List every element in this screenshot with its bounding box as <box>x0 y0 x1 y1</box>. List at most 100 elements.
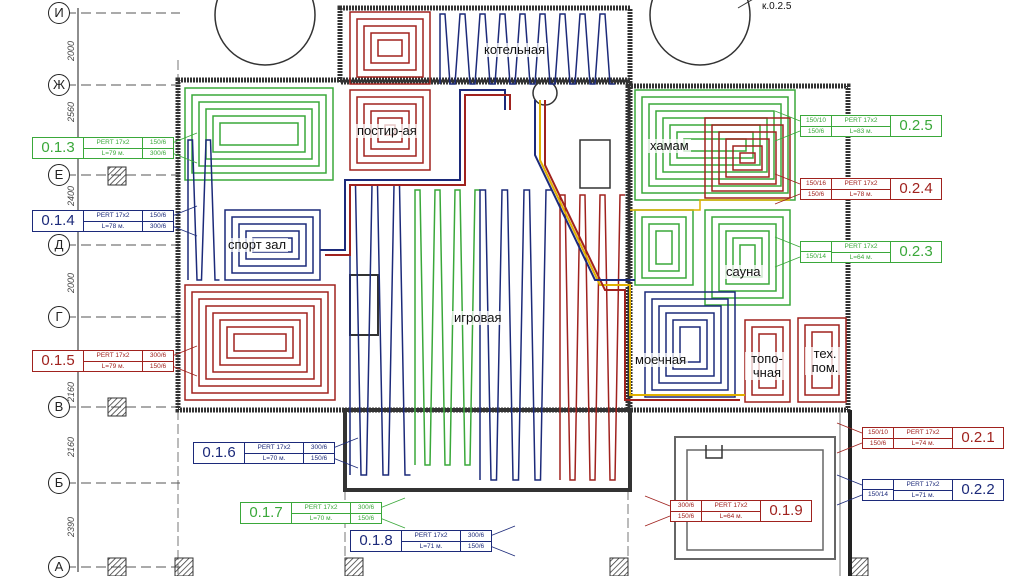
heating-pipe-loop <box>184 87 334 181</box>
heating-pipe-loop <box>718 131 777 185</box>
pipe-type: PERT 17x2 <box>906 429 940 436</box>
pipe-type: PERT 17x2 <box>844 180 878 187</box>
heating-pipe-loop <box>679 326 701 363</box>
axis-marker: Б <box>48 472 70 494</box>
staircase <box>579 139 611 189</box>
room-label-washroom: моечная <box>633 352 689 367</box>
heating-pipe-loop <box>224 209 321 281</box>
pipe-length: L=71 м. <box>402 541 460 552</box>
dimension-label: 2000 <box>66 40 76 61</box>
port-2: 150/14 <box>801 251 831 262</box>
dimension-label: 2390 <box>66 516 76 537</box>
axis-marker: А <box>48 556 70 578</box>
port-2: 300/6 <box>143 148 173 159</box>
heating-pipe-loop <box>665 312 715 377</box>
loop-id: 0.2.3 <box>890 241 942 263</box>
heating-pipe-loop <box>725 138 770 178</box>
loop-id: 0.1.7 <box>240 502 292 524</box>
port-1: 150/16 <box>806 180 826 187</box>
room-label-furnace: топо-чная <box>745 352 789 380</box>
pipe-length: L=79 м. <box>84 361 142 372</box>
port-2: 150/6 <box>801 189 831 200</box>
heating-pipe-loop <box>191 94 327 174</box>
loop-id: 0.2.4 <box>890 178 942 200</box>
port-spec: 150/14 <box>800 241 831 263</box>
port-1: 300/6 <box>310 444 328 451</box>
port-1: 300/6 <box>467 532 485 539</box>
pipe-type: PERT 17x2 <box>844 117 878 124</box>
pipe-length: L=83 м. <box>832 126 890 137</box>
supply-pipes <box>320 89 790 401</box>
heating-pipe-loop <box>711 216 784 299</box>
room-label-laundry: постир-ая <box>355 123 419 138</box>
loop-id: 0.2.5 <box>890 115 942 137</box>
pipe-type: PERT 17x2 <box>96 352 130 359</box>
heating-pipe-loop <box>704 117 791 199</box>
heating-pipe-loop <box>479 189 552 481</box>
loop-id: 0.2.2 <box>952 479 1004 501</box>
heating-pipe-loop <box>198 101 320 167</box>
heating-pipe-loop <box>559 194 625 481</box>
pipe-length: L=78 м. <box>832 189 890 200</box>
heating-pipe-loop <box>363 25 417 71</box>
stair-block <box>349 274 379 336</box>
port-2: 150/6 <box>863 438 893 449</box>
heating-pipe-loop <box>644 291 736 398</box>
heating-pipe-loop <box>349 184 411 476</box>
heating-pipe-loop <box>219 319 301 366</box>
port-1: 300/6 <box>149 352 167 359</box>
detail-callout-right <box>649 0 751 66</box>
room-label-gym: спорт зал <box>226 237 289 252</box>
port-2: 150/6 <box>671 511 701 522</box>
pipe-length: L=64 м. <box>702 511 760 522</box>
pipe-type: PERT 17x2 <box>906 481 940 488</box>
room-label-sauna: сауна <box>724 264 763 279</box>
port-2: 150/6 <box>351 513 381 524</box>
heating-pipe-loop <box>226 326 294 359</box>
callout-label: к.0.2.5 <box>760 0 794 14</box>
heating-pipe-loop <box>212 312 308 373</box>
port-1: 300/6 <box>357 504 375 511</box>
pipe-type: PERT 17x2 <box>96 212 130 219</box>
pipe-length: L=64 м. <box>832 252 890 263</box>
port-2: 300/6 <box>143 221 173 232</box>
heating-pipe-loop <box>739 152 756 164</box>
pipe-length: L=70 м. <box>292 513 350 524</box>
loop-id: 0.1.8 <box>350 530 402 552</box>
pipe-type: PERT 17x2 <box>844 243 878 250</box>
axis-marker: Г <box>48 306 70 328</box>
heating-pipe-loop <box>658 305 722 384</box>
dimension-label: 2000 <box>66 272 76 293</box>
loop-id: 0.1.6 <box>193 442 245 464</box>
heating-pipe-loop <box>634 209 694 286</box>
heating-pipe-loop <box>651 298 729 391</box>
pipe-type: PERT 17x2 <box>257 444 291 451</box>
heating-pipe-loop <box>184 284 336 401</box>
pipe-length: L=71 м. <box>894 490 952 501</box>
port-spec: 300/6 150/6 <box>351 502 382 524</box>
axis-marker: Е <box>48 164 70 186</box>
heating-pipe-loop <box>191 291 329 394</box>
heating-pipe-loop <box>725 230 770 285</box>
